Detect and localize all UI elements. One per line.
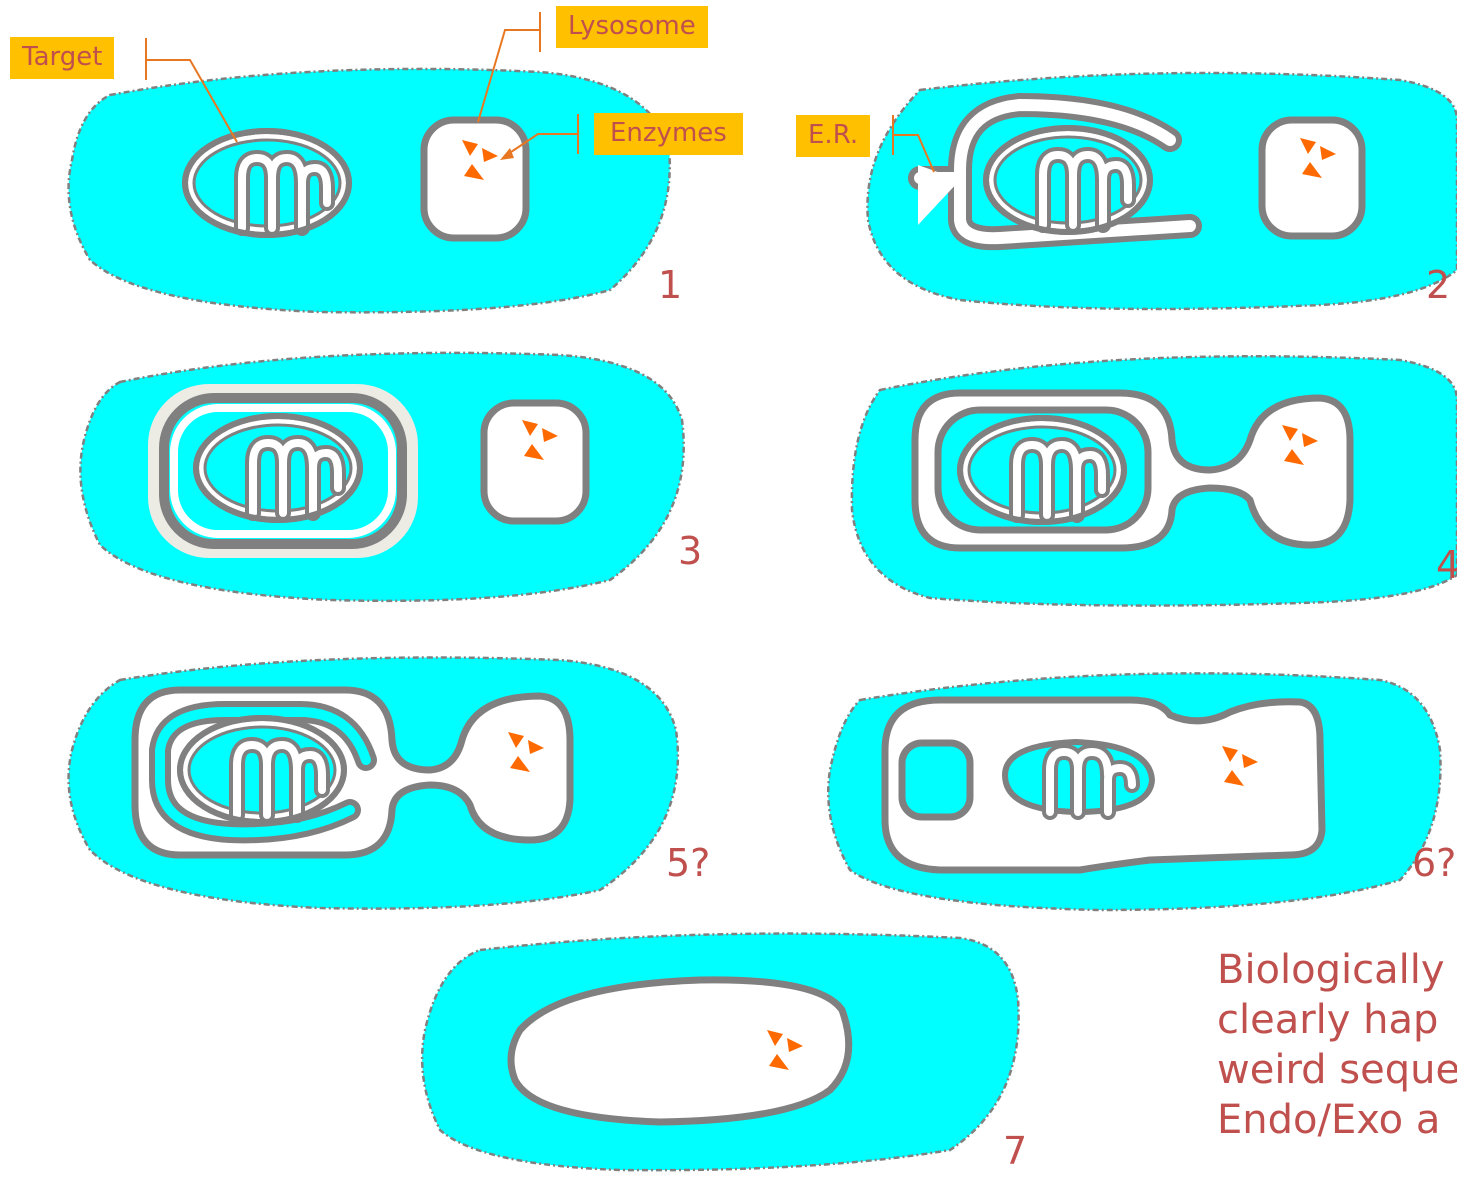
panel-2: 2 [867, 73, 1457, 309]
panel-1: 1 [69, 69, 683, 312]
note-line-2: clearly hap [1217, 995, 1457, 1045]
lysosome-3 [484, 403, 586, 521]
step-label-2: 2 [1426, 263, 1450, 307]
note-line-4: Endo/Exo a [1217, 1095, 1457, 1145]
explanatory-note: Biologically clearly hap weird seque End… [1217, 945, 1457, 1145]
step-label-4: 4 [1436, 543, 1457, 587]
step-label-1: 1 [658, 263, 682, 307]
panel-5: 5? [69, 658, 711, 909]
lysosome-label: Lysosome [556, 6, 708, 48]
lysosome-2 [1262, 120, 1362, 236]
mitochondrion-5 [180, 718, 344, 822]
step-label-7: 7 [1003, 1129, 1027, 1173]
residual-body-7 [511, 980, 849, 1122]
note-line-1: Biologically [1217, 945, 1457, 995]
er-label: E.R. [796, 115, 870, 157]
step-label-3: 3 [678, 529, 702, 573]
mitochondrion-2 [986, 128, 1150, 232]
enzymes-label: Enzymes [594, 113, 743, 155]
mitochondrion-4 [960, 418, 1124, 522]
panel-6: 6? [828, 673, 1456, 910]
target-label: Target [10, 37, 114, 79]
step-label-5: 5? [666, 841, 710, 885]
panel-7: 7 [422, 934, 1027, 1173]
mitochondrion-1 [185, 131, 349, 235]
mitochondrion-3 [196, 416, 360, 520]
panel-4: 4 [852, 356, 1457, 605]
note-line-3: weird seque [1217, 1045, 1457, 1095]
panel-3: 3 [80, 353, 702, 601]
vesicle-6 [902, 743, 970, 817]
lysosome-1 [424, 120, 526, 238]
step-label-6: 6? [1412, 841, 1456, 885]
cell-1 [69, 69, 670, 312]
